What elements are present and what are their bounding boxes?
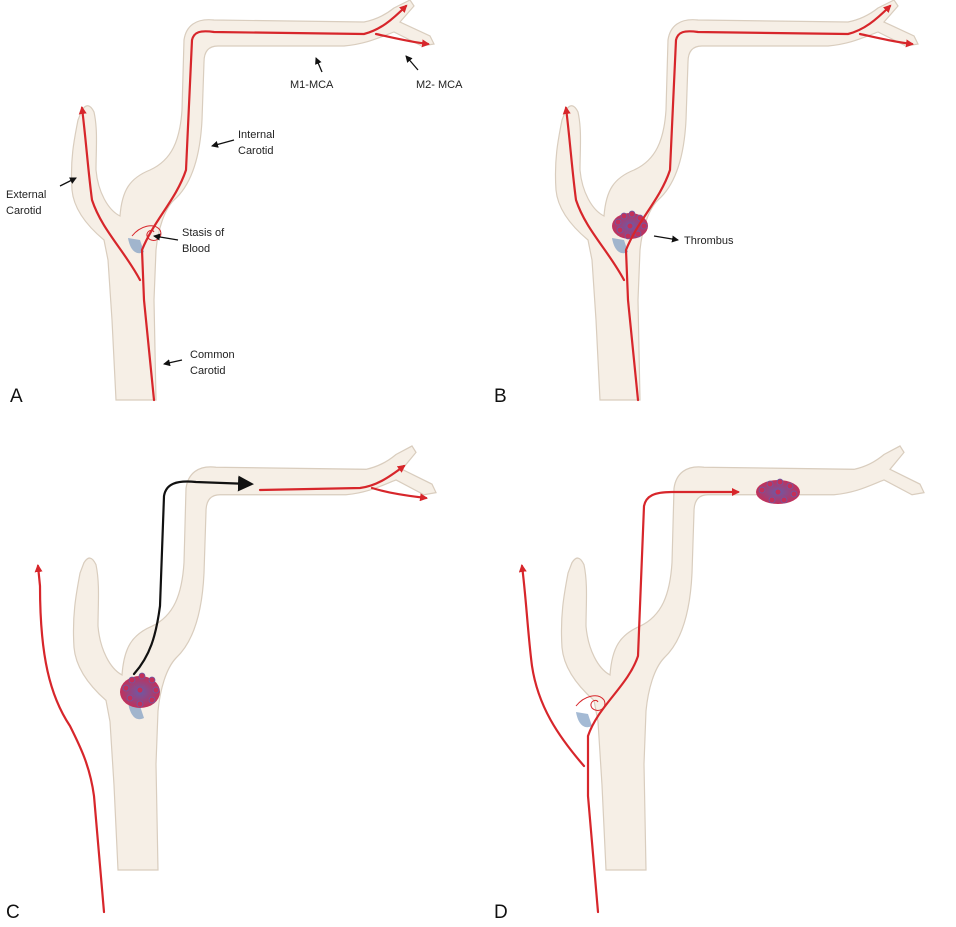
panel-letter-a: A [10,386,23,407]
panel-b: Thrombus B [494,0,918,407]
label-m2-mca: M2- MCA [416,79,463,91]
flow-common-internal [142,6,406,400]
label-common-2: Carotid [190,365,225,377]
ptr-thrombus [654,236,678,240]
panel-letter-d: D [494,902,508,923]
label-stasis-1: Stasis of [182,227,225,239]
stasis-shadow [576,712,592,727]
ptr-m1 [316,58,322,72]
label-external-2: Carotid [6,205,41,217]
label-internal-2: Carotid [238,145,273,157]
label-stasis-2: Blood [182,243,210,255]
panel-d: D [494,446,924,923]
label-internal-1: Internal [238,129,275,141]
ptr-common [164,360,182,364]
panel-c: C [6,446,436,923]
ptr-internal [212,140,234,146]
label-thrombus: Thrombus [684,235,734,247]
panel-a: M1-MCA M2- MCA Internal Carotid External… [6,0,463,407]
ptr-m2 [406,56,418,70]
label-external-1: External [6,189,46,201]
flow-common-internal [626,6,890,400]
label-m1-mca: M1-MCA [290,79,334,91]
panel-letter-b: B [494,386,507,407]
panel-letter-c: C [6,902,20,923]
label-common-1: Common [190,349,235,361]
